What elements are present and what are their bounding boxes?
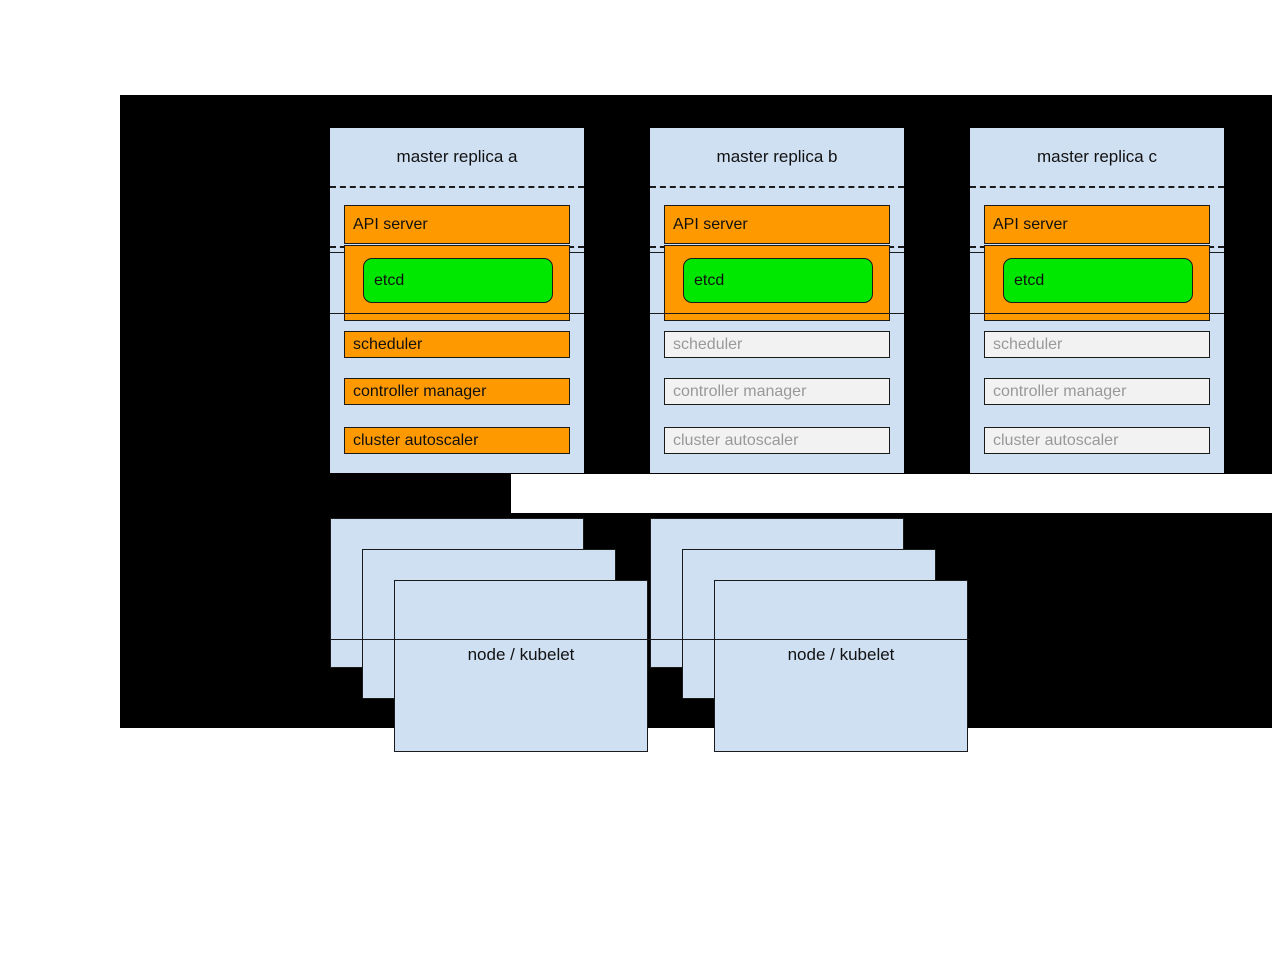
replica-b-rule-bottom	[650, 313, 904, 314]
master-replica-c-card[interactable]: master replica c API server etcd schedul…	[970, 128, 1224, 473]
cluster-autoscaler-b[interactable]: cluster autoscaler	[664, 427, 890, 454]
api-server-a[interactable]: API server	[344, 205, 570, 244]
api-server-b[interactable]: API server	[664, 205, 890, 244]
master-replica-b-title: master replica b	[716, 147, 838, 166]
replica-a-header-divider	[330, 186, 584, 188]
etcd-container-a: etcd	[344, 245, 570, 321]
cluster-autoscaler-c[interactable]: cluster autoscaler	[984, 427, 1210, 454]
scheduler-c[interactable]: scheduler	[984, 331, 1210, 358]
etcd-a[interactable]: etcd	[363, 258, 553, 303]
node-group-2[interactable]: node / kubelet	[650, 518, 968, 752]
node-group-1-rule	[330, 639, 718, 640]
api-server-c[interactable]: API server	[984, 205, 1210, 244]
node-kubelet-1[interactable]: node / kubelet	[394, 580, 648, 752]
etcd-container-c: etcd	[984, 245, 1210, 321]
master-replica-a-title: master replica a	[396, 147, 518, 166]
replica-c-rule-bottom	[970, 313, 1224, 314]
master-replica-b-card[interactable]: master replica b API server etcd schedul…	[650, 128, 904, 473]
controller-manager-c[interactable]: controller manager	[984, 378, 1210, 405]
replica-a-rule-bottom	[330, 313, 584, 314]
etcd-b[interactable]: etcd	[683, 258, 873, 303]
master-replica-a-card[interactable]: master replica a API server etcd schedul…	[330, 128, 584, 473]
controller-manager-a[interactable]: controller manager	[344, 378, 570, 405]
replica-b-header-divider	[650, 186, 904, 188]
node-kubelet-2[interactable]: node / kubelet	[714, 580, 968, 752]
node-group-2-rule	[650, 639, 970, 640]
etcd-c[interactable]: etcd	[1003, 258, 1193, 303]
replica-c-header-divider	[970, 186, 1224, 188]
backdrop-notch	[511, 474, 1272, 513]
scheduler-b[interactable]: scheduler	[664, 331, 890, 358]
etcd-container-b: etcd	[664, 245, 890, 321]
controller-manager-b[interactable]: controller manager	[664, 378, 890, 405]
node-group-1[interactable]: node / kubelet	[330, 518, 648, 752]
master-replica-c-title: master replica c	[1037, 147, 1157, 166]
scheduler-a[interactable]: scheduler	[344, 331, 570, 358]
cluster-autoscaler-a[interactable]: cluster autoscaler	[344, 427, 570, 454]
